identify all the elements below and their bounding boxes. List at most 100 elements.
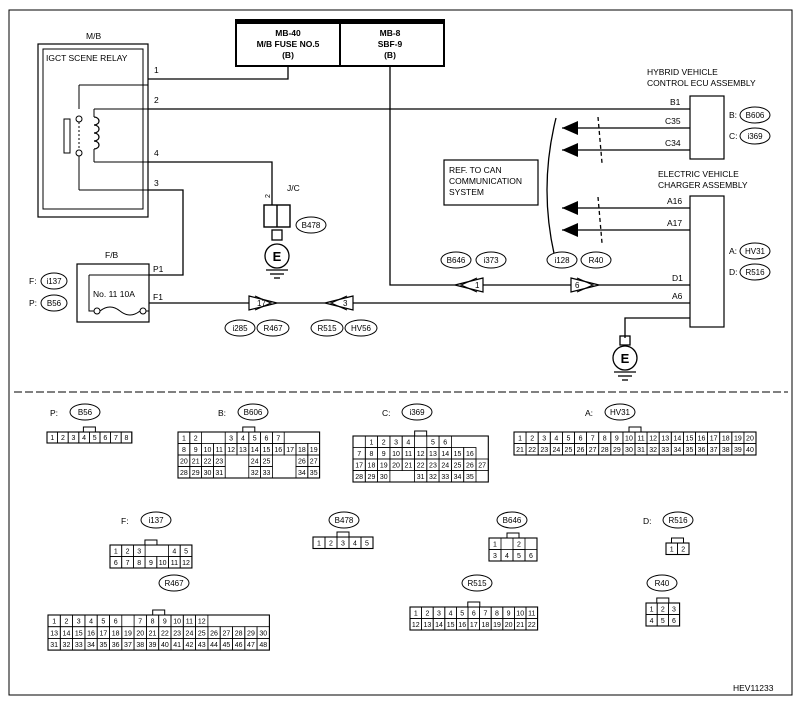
connector-pin: 1 bbox=[317, 541, 321, 548]
connector-pin: 1 bbox=[182, 436, 186, 443]
charger-conn-d: R516 bbox=[745, 268, 765, 277]
connector-pin: 37 bbox=[124, 642, 132, 649]
connector-pin: 11 bbox=[528, 611, 535, 618]
connector-pin: 23 bbox=[540, 447, 548, 454]
charger-pin-a17: A17 bbox=[667, 218, 682, 228]
connector-pin: 4 bbox=[505, 553, 509, 560]
connector-pin: 6 bbox=[672, 618, 676, 625]
connector-pin: 1 bbox=[114, 549, 118, 556]
ecu-conn-b-letter: B: bbox=[729, 110, 737, 120]
connector-pin: 29 bbox=[613, 447, 621, 454]
connector-pin: 3 bbox=[437, 611, 441, 618]
connector-pin: 33 bbox=[75, 642, 83, 649]
connector-pin: 29 bbox=[247, 630, 255, 637]
connector-pin: 6 bbox=[579, 436, 583, 443]
wires bbox=[148, 66, 690, 338]
ecu-title-2: CONTROL ECU ASSEMBLY bbox=[647, 78, 756, 88]
connector-r40-name: R40 bbox=[655, 579, 670, 588]
ecu-conn-b: B606 bbox=[746, 111, 765, 120]
connector-pin: 15 bbox=[263, 447, 271, 454]
connector-pin: 2 bbox=[517, 542, 521, 549]
connector-pin: 24 bbox=[251, 459, 259, 466]
connector-pin: 19 bbox=[380, 463, 388, 470]
connector-pin: 5 bbox=[460, 611, 464, 618]
connector-pin: 39 bbox=[734, 447, 742, 454]
connector-pin: 41 bbox=[173, 642, 181, 649]
connector-pin: 26 bbox=[466, 463, 474, 470]
charger-ground-symbol: E bbox=[621, 351, 630, 366]
ecu-pin-c34: C34 bbox=[665, 138, 681, 148]
connector-pin: 16 bbox=[698, 436, 706, 443]
connector-pin: 3 bbox=[493, 553, 497, 560]
connector-pin: 14 bbox=[63, 630, 71, 637]
connector-pin: 34 bbox=[298, 470, 306, 477]
connector-pin: 1 bbox=[414, 611, 418, 618]
junction-6: 6 i128 R40 bbox=[546, 251, 612, 293]
connector-b646-name: B646 bbox=[503, 516, 522, 525]
fuse1-line2: M/B FUSE NO.5 bbox=[257, 39, 320, 49]
junction-17-c2: R467 bbox=[263, 324, 283, 333]
connector-pin: 17 bbox=[710, 436, 718, 443]
connector-pin: 8 bbox=[125, 435, 129, 442]
connector-pin: 7 bbox=[276, 436, 280, 443]
ecu-pin-b1: B1 bbox=[670, 97, 681, 107]
connector-pin: 17 bbox=[355, 463, 363, 470]
charger-conn-d-letter: D: bbox=[729, 267, 738, 277]
connector-pin: 15 bbox=[75, 630, 83, 637]
connector-r516-letter: D: bbox=[643, 516, 652, 526]
junction-6-c2: R40 bbox=[589, 256, 604, 265]
junction-1-c2: i373 bbox=[483, 256, 499, 265]
connector-pin: 34 bbox=[87, 642, 95, 649]
connector-pin: 22 bbox=[528, 622, 536, 629]
connector-pin: 29 bbox=[192, 470, 200, 477]
connector-pin: 3 bbox=[229, 436, 233, 443]
connector-pin: 40 bbox=[161, 642, 169, 649]
junction-3: 3 R515 HV56 bbox=[310, 295, 378, 337]
ev-charger: ELECTRIC VEHICLE CHARGER ASSEMBLY A16 A1… bbox=[612, 169, 771, 381]
connector-pin: 7 bbox=[114, 435, 118, 442]
connector-pin: 17 bbox=[470, 622, 478, 629]
connector-pin: 2 bbox=[64, 619, 68, 626]
connector-pin: 20 bbox=[746, 436, 754, 443]
diagram-border bbox=[8, 9, 793, 696]
connector-pin: 6 bbox=[443, 440, 447, 447]
connector-pin: 10 bbox=[625, 436, 633, 443]
charger-pin-a6: A6 bbox=[672, 291, 683, 301]
connector-pin: 8 bbox=[151, 619, 155, 626]
connector-pin: 30 bbox=[625, 447, 633, 454]
connector-pin: 2 bbox=[425, 611, 429, 618]
connector-pin: 5 bbox=[365, 541, 369, 548]
connector-pin: 38 bbox=[722, 447, 730, 454]
ecu-conn-c: i369 bbox=[747, 132, 763, 141]
connector-pin: 9 bbox=[615, 436, 619, 443]
connector-pin: 12 bbox=[227, 447, 235, 454]
connector-pin: 30 bbox=[259, 630, 267, 637]
connector-pin: 21 bbox=[404, 463, 412, 470]
connector-pin: 11 bbox=[405, 451, 412, 458]
fb-pin-f1: F1 bbox=[153, 292, 163, 302]
connector-pin: 3 bbox=[72, 435, 76, 442]
connector-pin: 7 bbox=[483, 611, 487, 618]
junction-17: 17 i285 R467 bbox=[224, 295, 290, 337]
connector-pin: 10 bbox=[173, 619, 181, 626]
connector-pin: 4 bbox=[406, 440, 410, 447]
figure-id: HEV11233 bbox=[733, 683, 774, 693]
fb-conn-p-letter: P: bbox=[29, 298, 37, 308]
connector-pin: 8 bbox=[137, 560, 141, 567]
connector-i369-letter: C: bbox=[382, 408, 391, 418]
connector-pin: 11 bbox=[171, 560, 178, 567]
connector-pin: 45 bbox=[222, 642, 230, 649]
connector-pin: 44 bbox=[210, 642, 218, 649]
connector-pin: 25 bbox=[565, 447, 573, 454]
connector-pin: 21 bbox=[149, 630, 157, 637]
can-ref-line2: COMMUNICATION bbox=[449, 176, 522, 186]
connector-pin: 4 bbox=[172, 549, 176, 556]
junction-3-c1: R515 bbox=[317, 324, 337, 333]
connector-pin: 13 bbox=[50, 630, 58, 637]
connector-pin: 16 bbox=[87, 630, 95, 637]
can-ref-line1: REF. TO CAN bbox=[449, 165, 502, 175]
connector-pin: 24 bbox=[186, 630, 194, 637]
